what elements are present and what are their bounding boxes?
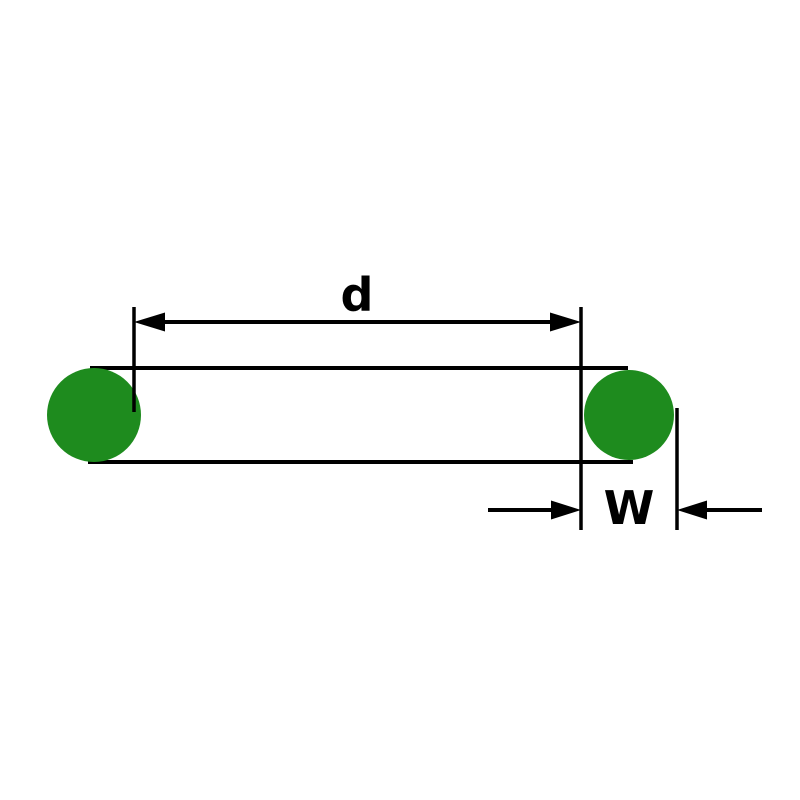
d-arrowhead-left-icon xyxy=(134,312,165,332)
w-dimension-label: W xyxy=(604,481,655,535)
d-dimension-label: d xyxy=(341,268,374,322)
oring-right-cross-section xyxy=(584,370,674,460)
d-arrowhead-right-icon xyxy=(550,312,581,332)
w-arrowhead-right-icon xyxy=(677,500,707,520)
w-arrowhead-left-icon xyxy=(551,500,581,520)
oring-left-cross-section xyxy=(47,368,141,462)
